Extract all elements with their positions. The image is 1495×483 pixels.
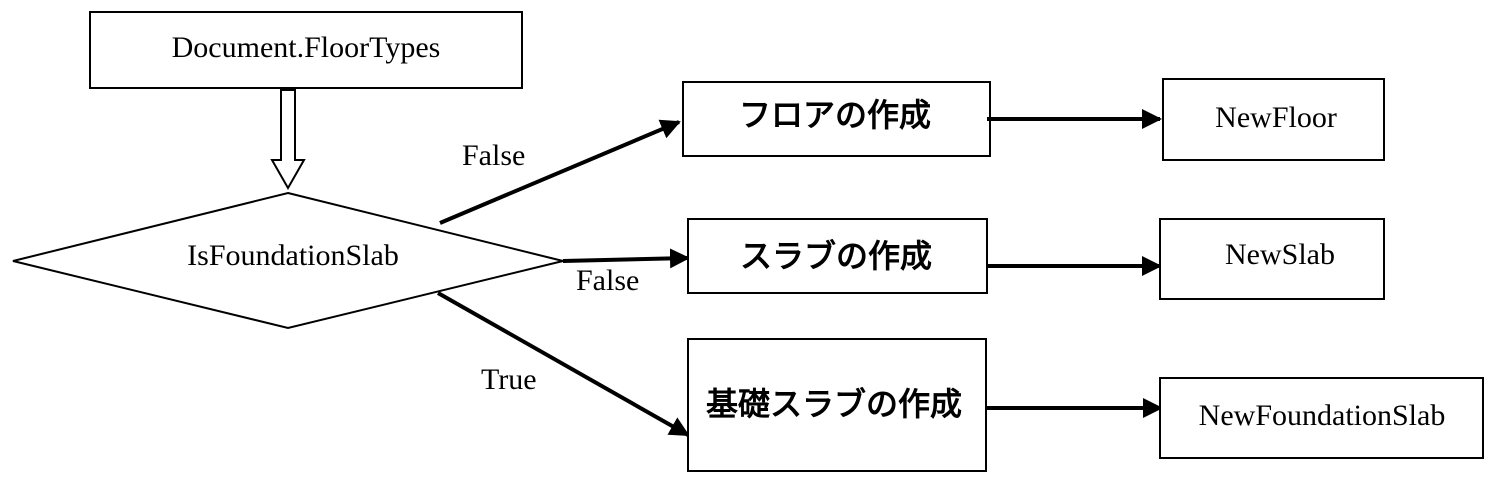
process-node-slab-label: スラブの作成: [740, 237, 932, 275]
edge-to-slab: [562, 248, 690, 269]
result-node-newfoundationslab: NewFoundationSlab: [1159, 377, 1484, 459]
process-node-floor-label: フロアの作成: [739, 96, 931, 134]
result-node-newslab: NewSlab: [1159, 218, 1385, 300]
process-node-floor: フロアの作成: [682, 81, 991, 157]
hollow-down-arrow: [270, 89, 306, 191]
edge-label-false-slab: False: [576, 264, 639, 297]
source-node: Document.FloorTypes: [89, 11, 523, 89]
process-node-slab: スラブの作成: [687, 218, 988, 294]
edge-to-floor: [439, 119, 681, 225]
decision-node: IsFoundationSlab: [12, 191, 564, 330]
decision-node-label: IsFoundationSlab: [187, 239, 399, 272]
edge-label-false-floor: False: [462, 139, 525, 172]
result-node-newfloor-label: NewFloor: [1215, 101, 1337, 134]
result-node-newfloor: NewFloor: [1162, 78, 1385, 161]
process-node-foundation-slab: 基礎スラブの作成: [687, 338, 987, 472]
edge-to-foundation-slab: [437, 291, 690, 437]
result-node-newfoundationslab-label: NewFoundationSlab: [1199, 399, 1446, 432]
source-node-label: Document.FloorTypes: [172, 31, 441, 64]
edge-label-true-foundation: True: [481, 363, 537, 396]
process-node-foundation-slab-label: 基礎スラブの作成: [706, 385, 962, 423]
result-node-newslab-label: NewSlab: [1225, 238, 1335, 271]
